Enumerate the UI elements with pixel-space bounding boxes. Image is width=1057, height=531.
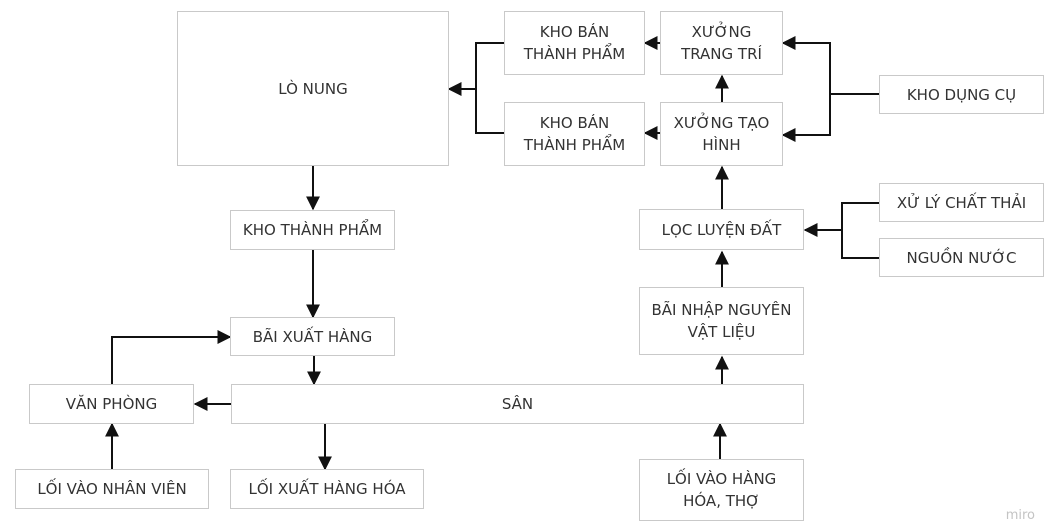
node-kho-dung-cu[interactable]: KHO DỤNG CỤ bbox=[879, 75, 1044, 114]
edge-kho-ban-tp-2-to-lo-nung bbox=[475, 89, 504, 134]
miro-watermark: miro bbox=[1005, 508, 1035, 523]
edge-van-phong-to-bai-xuat-hang bbox=[111, 330, 232, 384]
node-loc-luyen-dat[interactable]: LỌC LUYỆN ĐẤT bbox=[639, 209, 804, 250]
node-lo-nung[interactable]: LÒ NUNG bbox=[177, 11, 449, 166]
node-bai-xuat-hang[interactable]: BÃI XUẤT HÀNG bbox=[230, 317, 395, 356]
node-xuong-tao-hinh[interactable]: XƯỞNG TẠO HÌNH bbox=[660, 102, 783, 166]
node-san[interactable]: SÂN bbox=[231, 384, 804, 424]
node-label: BÃI XUẤT HÀNG bbox=[252, 327, 373, 346]
edge-kho-ban-tp-1-to-lo-nung bbox=[447, 42, 504, 96]
node-label: LÒ NUNG bbox=[278, 79, 348, 98]
node-van-phong[interactable]: VĂN PHÒNG bbox=[29, 384, 194, 424]
node-kho-ban-thanh-pham-1[interactable]: KHO BÁN THÀNH PHẨM bbox=[504, 11, 645, 75]
node-label: BÃI NHẬP NGUYÊN VẬT LIỆU bbox=[651, 301, 792, 341]
edge-nguon-nuoc-to-loc-luyen-dat bbox=[803, 223, 879, 259]
node-label: VĂN PHÒNG bbox=[65, 395, 158, 413]
node-label: XỬ LÝ CHẤT THẢI bbox=[896, 193, 1027, 212]
node-xu-ly-chat-thai[interactable]: XỬ LÝ CHẤT THẢI bbox=[879, 183, 1044, 222]
node-label: XƯỞNG TẠO HÌNH bbox=[673, 114, 770, 154]
edge-xu-ly-chat-thai-to-loc-luyen-dat bbox=[841, 202, 879, 230]
node-label: KHO BÁN THÀNH PHẨM bbox=[523, 114, 626, 154]
node-label: KHO BÁN THÀNH PHẨM bbox=[523, 23, 626, 63]
node-label: LỌC LUYỆN ĐẤT bbox=[661, 220, 782, 239]
node-label: SÂN bbox=[501, 395, 534, 413]
node-xuong-trang-tri[interactable]: XƯỞNG TRANG TRÍ bbox=[660, 11, 783, 75]
node-kho-ban-thanh-pham-2[interactable]: KHO BÁN THÀNH PHẨM bbox=[504, 102, 645, 166]
node-label: NGUỒN NƯỚC bbox=[906, 248, 1017, 267]
edge-kho-dung-cu-to-xuong-tao-hinh bbox=[781, 94, 831, 142]
edge-kho-dung-cu-to-xuong-trang-tri bbox=[781, 36, 831, 94]
node-bai-nhap-nguyen-vat-lieu[interactable]: BÃI NHẬP NGUYÊN VẬT LIỆU bbox=[639, 287, 804, 355]
node-label: KHO DỤNG CỤ bbox=[906, 85, 1017, 104]
node-loi-xuat-hang-hoa[interactable]: LỐI XUẤT HÀNG HÓA bbox=[230, 469, 424, 509]
node-nguon-nuoc[interactable]: NGUỒN NƯỚC bbox=[879, 238, 1044, 277]
node-loi-vao-hang-hoa-tho[interactable]: LỐI VÀO HÀNG HÓA, THỢ bbox=[639, 459, 804, 521]
node-label: LỐI XUẤT HÀNG HÓA bbox=[248, 480, 406, 498]
node-label: LỐI VÀO NHÂN VIÊN bbox=[37, 480, 187, 498]
node-loi-vao-nhan-vien[interactable]: LỐI VÀO NHÂN VIÊN bbox=[15, 469, 209, 509]
node-label: XƯỞNG TRANG TRÍ bbox=[681, 23, 762, 63]
node-label: LỐI VÀO HÀNG HÓA, THỢ bbox=[666, 470, 777, 510]
node-kho-thanh-pham[interactable]: KHO THÀNH PHẨM bbox=[230, 210, 395, 250]
node-label: KHO THÀNH PHẨM bbox=[242, 221, 383, 239]
